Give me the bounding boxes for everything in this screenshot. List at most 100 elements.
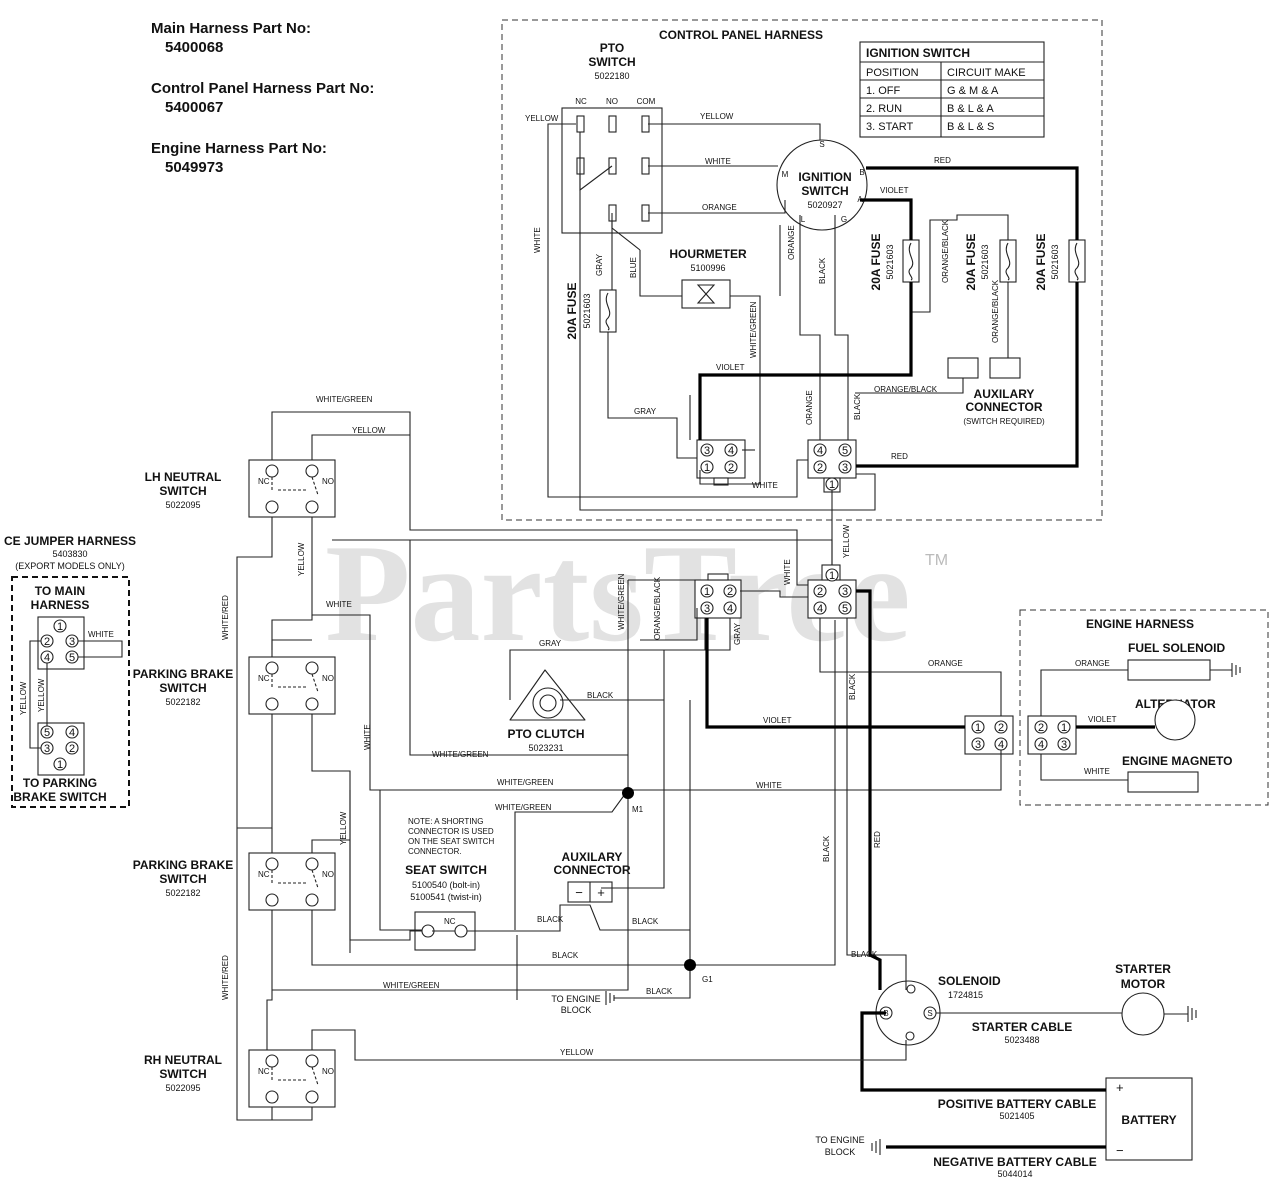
svg-text:PARKING BRAKE: PARKING BRAKE xyxy=(133,858,233,872)
svg-text:BLACK: BLACK xyxy=(851,950,878,959)
switch-body xyxy=(248,459,336,518)
svg-text:STARTER CABLE: STARTER CABLE xyxy=(972,1020,1072,1034)
ignition-table-cell: G & M & A xyxy=(947,85,999,97)
svg-text:NO: NO xyxy=(322,674,334,683)
svg-text:G: G xyxy=(841,215,847,224)
switch-body xyxy=(248,1049,336,1108)
svg-text:4: 4 xyxy=(44,652,50,664)
main-harness-part: 5400068 xyxy=(165,39,223,56)
svg-text:GRAY: GRAY xyxy=(539,639,562,648)
svg-text:2: 2 xyxy=(817,586,823,598)
svg-text:20A FUSE: 20A FUSE xyxy=(964,234,978,291)
svg-text:GRAY: GRAY xyxy=(595,253,604,276)
svg-text:VIOLET: VIOLET xyxy=(716,363,745,372)
svg-text:SWITCH: SWITCH xyxy=(159,681,206,695)
svg-text:ORANGE: ORANGE xyxy=(805,390,814,425)
svg-text:WHITE: WHITE xyxy=(756,781,782,790)
svg-text:3: 3 xyxy=(842,462,848,474)
lh-neutral-switch: LH NEUTRAL SWITCH 5022095 NC NO xyxy=(145,459,336,518)
svg-text:2: 2 xyxy=(69,743,75,755)
svg-text:WHITE/GREEN: WHITE/GREEN xyxy=(316,395,373,404)
svg-text:2: 2 xyxy=(1038,722,1044,734)
svg-text:NC: NC xyxy=(258,477,270,486)
svg-text:RH NEUTRAL: RH NEUTRAL xyxy=(144,1053,222,1067)
fuel-solenoid-label: FUEL SOLENOID xyxy=(1128,641,1225,655)
svg-text:3: 3 xyxy=(69,636,75,648)
svg-text:ORANGE: ORANGE xyxy=(928,659,963,668)
svg-text:2: 2 xyxy=(728,462,734,474)
svg-text:WHITE/RED: WHITE/RED xyxy=(221,595,230,640)
control-panel-harness-part: 5400067 xyxy=(165,99,223,116)
svg-text:YELLOW: YELLOW xyxy=(352,426,386,435)
svg-text:4: 4 xyxy=(1038,739,1044,751)
svg-text:YELLOW: YELLOW xyxy=(19,681,28,715)
ignition-switch-label-2: SWITCH xyxy=(801,184,848,198)
switch-body xyxy=(248,656,336,715)
svg-text:1: 1 xyxy=(704,462,710,474)
svg-text:5: 5 xyxy=(842,445,848,457)
svg-text:L: L xyxy=(801,215,806,224)
rh-neutral-switch: RH NEUTRAL SWITCH 5022095 NC NO xyxy=(144,1049,336,1108)
ignition-table-row: 2. RUN xyxy=(866,103,902,115)
svg-text:4: 4 xyxy=(817,445,823,457)
svg-text:WHITE: WHITE xyxy=(752,481,778,490)
svg-text:ORANGE: ORANGE xyxy=(787,225,796,260)
svg-text:BRAKE SWITCH: BRAKE SWITCH xyxy=(13,790,106,804)
svg-text:WHITE/GREEN: WHITE/GREEN xyxy=(383,981,440,990)
svg-text:BLACK: BLACK xyxy=(853,393,862,420)
control-panel-title: CONTROL PANEL HARNESS xyxy=(659,28,823,42)
fuse-pto: 20A FUSE 5021603 xyxy=(565,283,617,340)
svg-text:1: 1 xyxy=(57,621,63,633)
svg-text:−: − xyxy=(575,885,583,900)
svg-text:5100540 (bolt-in): 5100540 (bolt-in) xyxy=(412,880,480,890)
main-connector-5pin: 1 2 3 4 5 xyxy=(807,564,857,619)
svg-text:BLACK: BLACK xyxy=(646,987,673,996)
svg-text:20A FUSE: 20A FUSE xyxy=(565,283,579,340)
svg-text:5022182: 5022182 xyxy=(165,888,200,898)
svg-text:4: 4 xyxy=(817,603,823,615)
connector-4pin-panel: 3 4 1 2 xyxy=(696,439,746,486)
engine-connector-main: 1 2 3 4 xyxy=(964,715,1014,755)
solenoid: B S SOLENOID 1724815 xyxy=(875,974,1001,1046)
svg-text:BLACK: BLACK xyxy=(822,835,831,862)
svg-text:WHITE/GREEN: WHITE/GREEN xyxy=(432,750,489,759)
svg-text:4: 4 xyxy=(998,739,1004,751)
svg-text:4: 4 xyxy=(69,727,75,739)
svg-text:5021603: 5021603 xyxy=(885,244,895,279)
svg-text:SWITCH: SWITCH xyxy=(159,1067,206,1081)
pto-switch: PTO SWITCH 5022180 NC NO COM xyxy=(561,41,663,251)
svg-text:5: 5 xyxy=(842,603,848,615)
ce-jumper-border xyxy=(11,576,130,808)
svg-text:YELLOW: YELLOW xyxy=(560,1048,594,1057)
svg-text:3: 3 xyxy=(842,586,848,598)
svg-text:BLACK: BLACK xyxy=(848,673,857,700)
control-panel-harness-label: Control Panel Harness Part No: xyxy=(151,80,374,97)
svg-text:ORANGE/BLACK: ORANGE/BLACK xyxy=(991,279,1000,343)
svg-text:VIOLET: VIOLET xyxy=(763,716,792,725)
svg-text:G1: G1 xyxy=(702,975,713,984)
svg-text:3: 3 xyxy=(44,743,50,755)
svg-text:AUXILARY: AUXILARY xyxy=(562,850,623,864)
svg-text:WHITE/GREEN: WHITE/GREEN xyxy=(749,301,758,358)
svg-text:BLACK: BLACK xyxy=(537,915,564,924)
fuse-aux: 20A FUSE 5021603 xyxy=(964,234,1017,291)
svg-text:NO: NO xyxy=(322,1067,334,1076)
svg-text:5: 5 xyxy=(44,727,50,739)
svg-text:ORANGE: ORANGE xyxy=(702,203,737,212)
svg-text:2: 2 xyxy=(817,462,823,474)
svg-text:WHITE: WHITE xyxy=(363,724,372,750)
ce-jumper-title: CE JUMPER HARNESS xyxy=(4,534,136,548)
svg-text:1: 1 xyxy=(704,586,710,598)
svg-text:COM: COM xyxy=(637,97,656,106)
svg-text:3: 3 xyxy=(704,603,710,615)
svg-text:GRAY: GRAY xyxy=(733,622,742,645)
svg-text:5044014: 5044014 xyxy=(997,1169,1032,1179)
svg-text:5100541 (twist-in): 5100541 (twist-in) xyxy=(410,892,482,902)
svg-text:(SWITCH REQUIRED): (SWITCH REQUIRED) xyxy=(963,417,1045,426)
svg-text:1: 1 xyxy=(829,479,835,491)
svg-text:NC: NC xyxy=(258,870,270,879)
svg-text:ORANGE/BLACK: ORANGE/BLACK xyxy=(941,219,950,283)
battery: + − BATTERY POSITIVE BATTERY CABLE 50214… xyxy=(815,1011,1193,1179)
parking-brake-switch-2: PARKING BRAKE SWITCH 5022182 NC NO xyxy=(133,852,336,911)
svg-text:YELLOW: YELLOW xyxy=(37,678,46,712)
